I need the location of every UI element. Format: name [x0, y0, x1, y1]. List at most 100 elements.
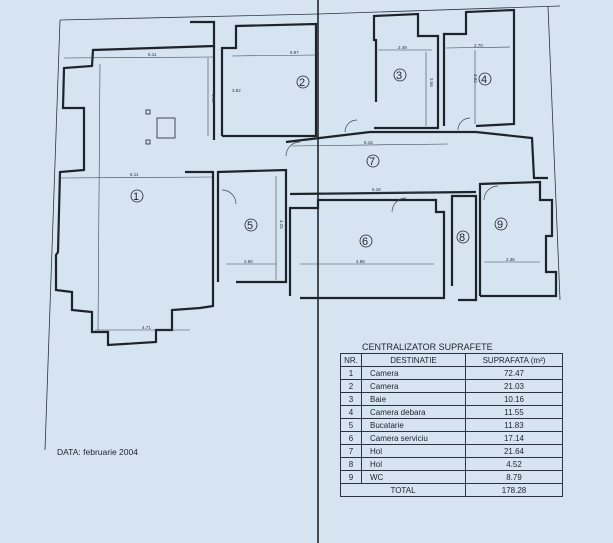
room-4-marker	[478, 72, 492, 86]
header-destinatie: DESTINATIE	[361, 353, 466, 367]
dim-label: 3.56	[429, 78, 434, 87]
row-area: 21.03	[465, 379, 563, 393]
dim-label: 2.36	[506, 257, 515, 262]
column-small	[145, 139, 151, 145]
dim-label: 3.92	[473, 74, 478, 83]
room-9-marker	[494, 217, 508, 231]
room-1-number: 1	[133, 191, 139, 203]
room-1-marker	[130, 189, 144, 203]
room-6-marker	[359, 234, 373, 248]
row-area: 21.64	[465, 444, 563, 458]
hall-7-wall-bottom	[289, 190, 477, 196]
column	[156, 117, 176, 139]
dim-line	[445, 46, 511, 49]
hall-7-walls	[285, 130, 548, 180]
room-1-walls	[54, 20, 216, 347]
room-5-number: 5	[247, 220, 253, 232]
total-value: 178.28	[465, 483, 563, 497]
room-6-walls	[288, 198, 446, 300]
row-number: 8	[340, 457, 362, 471]
dim-label: 2.49	[398, 45, 407, 50]
row-area: 8.79	[465, 470, 563, 484]
row-number: 5	[340, 418, 362, 432]
room-3-walls	[372, 12, 440, 130]
column-small	[145, 109, 151, 115]
row-destination: WC	[361, 470, 466, 484]
frame-top	[59, 5, 561, 21]
room-5-walls	[216, 168, 288, 284]
dim-label: 3.92	[211, 94, 216, 103]
room-9-number: 9	[497, 219, 503, 231]
frame-left	[44, 19, 61, 451]
row-area: 4.52	[465, 457, 563, 471]
header-nr: NR.	[340, 353, 362, 367]
row-destination: Bucatarie	[361, 418, 466, 432]
row-area: 11.55	[465, 405, 563, 419]
row-destination: Hol	[361, 457, 466, 471]
room-2-walls	[220, 22, 318, 138]
summary-title: CENTRALIZATOR SUPRAFETE	[362, 342, 493, 352]
hall-8-walls	[450, 194, 478, 302]
dim-label: 4.71	[142, 325, 151, 330]
door-swing	[457, 117, 471, 131]
area-summary: CENTRALIZATOR SUPRAFETE NR. DESTINATIE S…	[340, 342, 563, 497]
dim-label: 2.70	[474, 43, 483, 48]
room-5-marker	[244, 218, 258, 232]
room-8-marker	[456, 230, 470, 244]
door-swing	[285, 141, 301, 157]
row-number: 4	[340, 405, 362, 419]
dim-label: 3.82	[232, 88, 241, 93]
room-2-marker	[296, 75, 310, 89]
row-destination: Camera	[361, 379, 466, 393]
room-7-number: 7	[369, 156, 375, 168]
door-swing	[391, 197, 407, 213]
dim-line	[59, 176, 213, 179]
dim-label: 5.16	[372, 187, 381, 192]
row-destination: Camera debara	[361, 405, 466, 419]
dim-line	[97, 63, 101, 331]
dim-label: 6.16	[364, 140, 373, 145]
dim-line	[321, 191, 441, 194]
row-number: 3	[340, 392, 362, 406]
table-header: NR. DESTINATIE SUPRAFATA (m²)	[340, 353, 563, 367]
total-label: TOTAL	[340, 483, 466, 497]
row-number: 6	[340, 431, 362, 445]
door-swing	[483, 185, 499, 201]
row-area: 17.14	[465, 431, 563, 445]
row-number: 7	[340, 444, 362, 458]
dim-label: 4.88	[356, 259, 365, 264]
row-destination: Camera	[361, 366, 466, 380]
room-3-marker	[393, 68, 407, 82]
row-destination: Camera serviciu	[361, 431, 466, 445]
dim-line	[291, 143, 449, 147]
row-area: 11.83	[465, 418, 563, 432]
date-label: DATA: februarie 2004	[57, 447, 138, 457]
dim-label: 4.25	[279, 220, 284, 229]
door-swing	[221, 189, 237, 205]
room-4-number: 4	[481, 74, 487, 86]
room-6-number: 6	[362, 236, 368, 248]
row-area: 72.47	[465, 366, 563, 380]
dim-label: 5.97	[290, 50, 299, 55]
row-destination: Baie	[361, 392, 466, 406]
room-3-number: 3	[396, 70, 402, 82]
header-suprafata: SUPRAFATA (m²)	[465, 353, 563, 367]
row-area: 10.16	[465, 392, 563, 406]
dim-label: 2.60	[244, 259, 253, 264]
frame-right	[547, 5, 561, 301]
door-swing	[344, 119, 358, 133]
row-number: 1	[340, 366, 362, 380]
total-row: TOTAL 178.28	[340, 483, 563, 497]
row-destination: Hol	[361, 444, 466, 458]
room-7-marker	[366, 154, 380, 168]
